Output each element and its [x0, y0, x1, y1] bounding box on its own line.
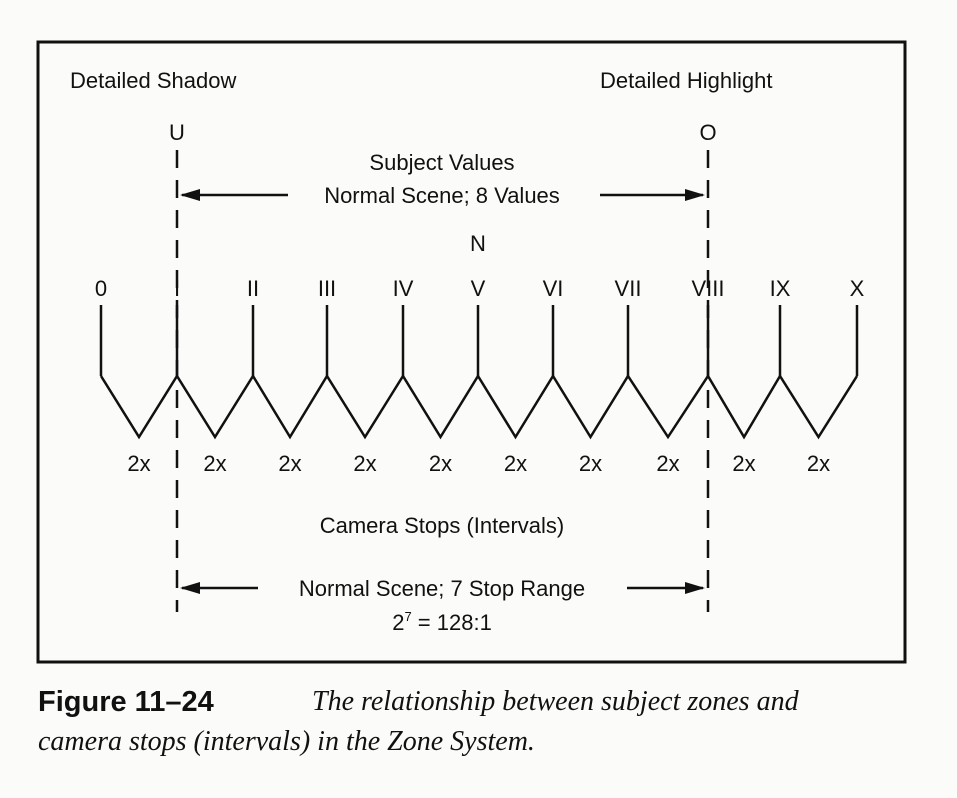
u-marker: U [169, 120, 185, 145]
zone-label: II [247, 276, 259, 301]
interval-label: 2x [656, 451, 679, 476]
figure-number: Figure 11–24 [38, 686, 214, 718]
n-marker: N [470, 231, 486, 256]
zone-label: V [471, 276, 486, 301]
interval-label: 2x [504, 451, 527, 476]
zone-label: I [174, 276, 180, 301]
interval-label: 2x [278, 451, 301, 476]
ratio-label: 27 = 128:1 [392, 609, 492, 635]
subject-values-title: Subject Values [369, 150, 514, 175]
detailed-shadow-label: Detailed Shadow [70, 68, 236, 93]
camera-stops-title: Camera Stops (Intervals) [320, 513, 565, 538]
interval-label: 2x [807, 451, 830, 476]
zone-label: IX [770, 276, 791, 301]
zone-label: VII [615, 276, 642, 301]
interval-label: 2x [579, 451, 602, 476]
detailed-highlight-label: Detailed Highlight [600, 68, 772, 93]
interval-label: 2x [353, 451, 376, 476]
zone-label: 0 [95, 276, 107, 301]
zone-label: VIII [691, 276, 724, 301]
zone-label: III [318, 276, 336, 301]
caption-line-2: camera stops (intervals) in the Zone Sys… [38, 726, 535, 757]
interval-label: 2x [429, 451, 452, 476]
zone-label: X [850, 276, 865, 301]
subject-range-arrow [180, 189, 705, 201]
interval-label: 2x [732, 451, 755, 476]
zone-label: IV [393, 276, 414, 301]
stop-range-arrow [180, 582, 705, 594]
caption-line-1: The relationship between subject zones a… [312, 686, 799, 717]
interval-label: 2x [127, 451, 150, 476]
stop-range-label: Normal Scene; 7 Stop Range [299, 576, 585, 601]
stop-zigzag-line [99, 373, 859, 440]
interval-label: 2x [203, 451, 226, 476]
zone-label: VI [543, 276, 564, 301]
subject-values-range: Normal Scene; 8 Values [324, 183, 560, 208]
o-marker: O [699, 120, 716, 145]
figure-frame [36, 40, 907, 664]
